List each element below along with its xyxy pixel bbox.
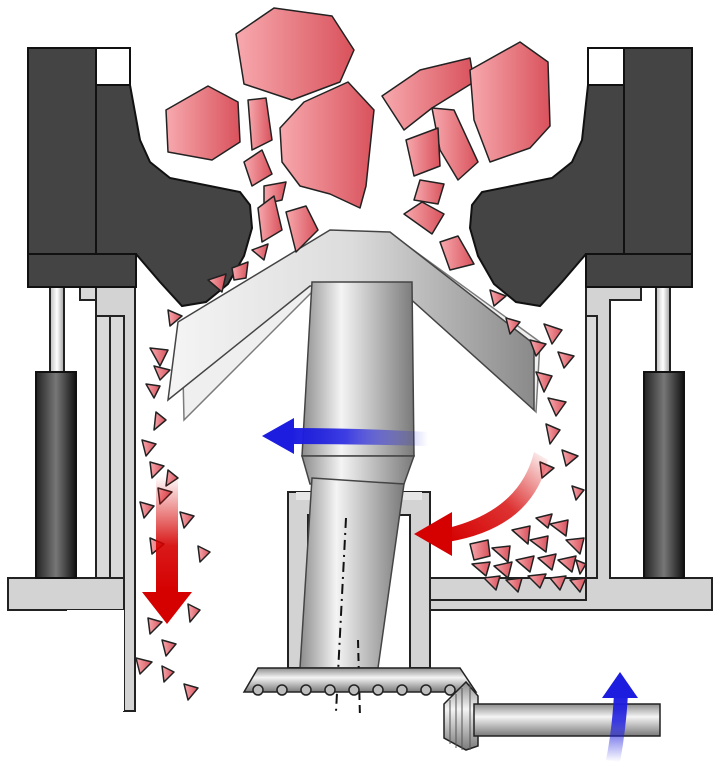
rock	[381, 57, 475, 131]
main-shaft	[299, 281, 416, 719]
hydraulic-cylinder-left	[35, 286, 77, 579]
eccentric-motion-arrow	[414, 452, 548, 556]
bevel-gear	[242, 667, 478, 696]
rock	[279, 81, 375, 209]
rock-fragments	[135, 7, 587, 701]
rock	[243, 149, 273, 187]
rock	[257, 195, 283, 243]
mantle	[167, 229, 541, 422]
hydraulic-cylinder-right	[643, 286, 685, 579]
rock	[469, 41, 551, 163]
bowl-liner	[27, 47, 693, 308]
rock	[247, 97, 273, 151]
rock	[235, 7, 355, 101]
rock	[439, 235, 475, 271]
pinion-gear	[443, 680, 479, 751]
rock	[405, 127, 441, 177]
drive-rotation-arrow	[602, 672, 638, 762]
drive-shaft	[473, 703, 661, 737]
rock	[165, 85, 241, 161]
rock	[285, 205, 319, 253]
rock	[413, 179, 445, 205]
rock	[403, 201, 445, 235]
discharge-arrow	[142, 476, 192, 624]
shaft-rotation-arrow	[262, 418, 428, 454]
